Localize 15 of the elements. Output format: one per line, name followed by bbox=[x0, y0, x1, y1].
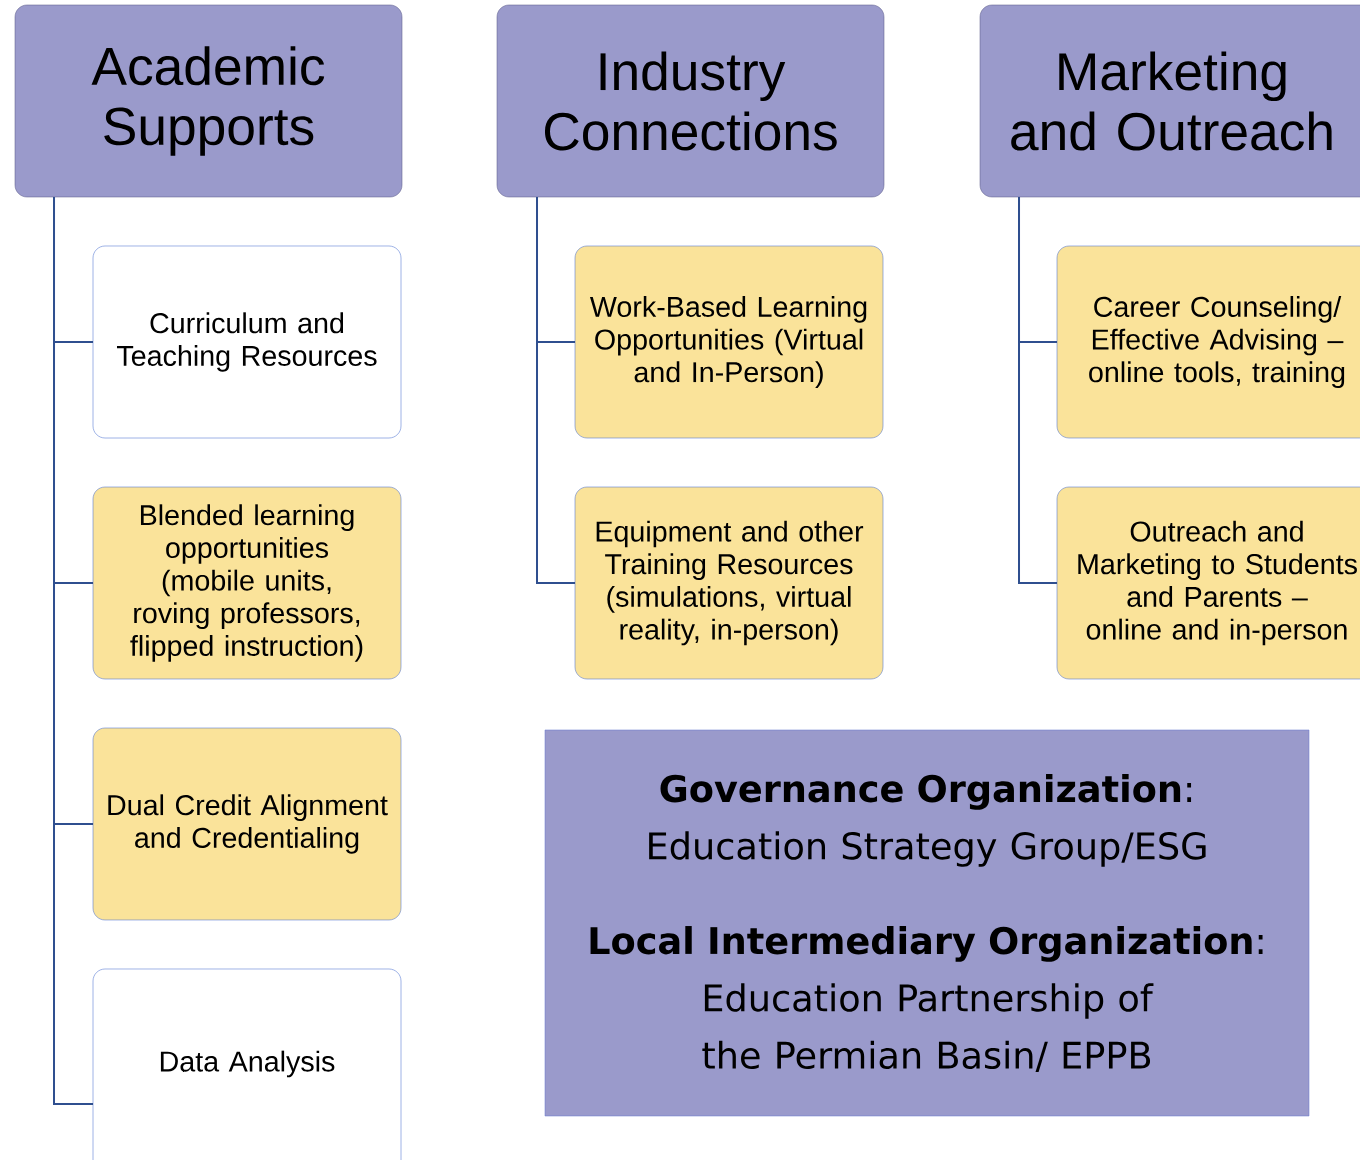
organization-box: Governance Organization: Education Strategy Group/ESG Local Intermediary Organization: Education Partnership of the Permian Basin/ EPPB bbox=[544, 729, 1310, 1117]
category-header-box: Academic Supports bbox=[14, 4, 403, 198]
item-box: Work-Based Learning Opportunities (Virtual and In-Person) bbox=[574, 245, 884, 439]
item-box: Career Counseling/ Effective Advising – online tools, training bbox=[1056, 245, 1360, 439]
item-box: Data Analysis bbox=[92, 968, 402, 1160]
item-box: Outreach and Marketing to Students and Parents – online and in-person bbox=[1056, 486, 1360, 680]
item-box: Equipment and other Training Resources (simulations, virtual reality, in-person) bbox=[574, 486, 884, 680]
category-header-box: Marketing and Outreach bbox=[979, 4, 1360, 198]
connector-line bbox=[53, 196, 94, 1105]
item-box: Blended learning opportunities (mobile units, roving professors, flipped instruction) bbox=[92, 486, 402, 680]
connector-line bbox=[536, 196, 576, 584]
category-header-box: Industry Connections bbox=[496, 4, 885, 198]
item-box: Curriculum and Teaching Resources bbox=[92, 245, 402, 439]
item-box: Dual Credit Alignment and Credentialing bbox=[92, 727, 402, 921]
connector-line bbox=[1018, 196, 1058, 584]
